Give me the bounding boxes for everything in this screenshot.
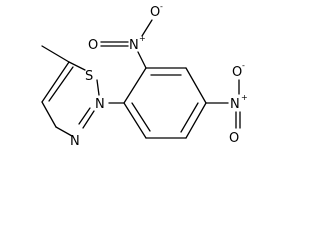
bond-c6-c1 [123,102,147,139]
bond-n3-c4 [55,126,73,137]
bond-c4-c5-double [180,102,199,133]
charge-nitro-top-n: + [139,34,146,43]
bond-c3-c4 [185,67,207,104]
atom-nitro-right-o-minus: O [232,65,242,80]
bond-c4-c5 [41,101,57,128]
bond-n2-n3-double [78,107,91,125]
bond-methyl-c6 [41,45,70,63]
bond-c1-c2 [123,67,147,104]
atom-sulfur: S [85,69,93,84]
bond-c5-c6-double [48,66,74,102]
bond-n2-n3 [82,110,95,129]
atom-ring-nitrogen-3: N [70,134,80,149]
bond-c6-s1 [68,61,86,71]
atom-nitro-top-o-minus: O [150,5,160,20]
charge-nitro-top-o: - [160,2,163,11]
atom-nitro-right-o-double: O [229,131,239,146]
charge-nitro-right-n: + [241,93,248,102]
atom-nitro-top-n: N [129,38,139,53]
atom-nitro-right-n: N [230,97,240,112]
bond-c2-nitro-top [137,51,147,69]
atom-nitro-top-o-double: O [88,38,98,53]
bond-s1-n2 [96,79,100,96]
bond-c4-c5 [185,102,207,139]
bond-nitro-top-o-minus [141,19,153,37]
atom-ring-nitrogen-2: N [95,97,105,112]
structure-canvas: S N N N + O O - N + O O - [41,2,248,149]
chemical-structure-diagram: S N N N + O O - N + O O - [41,2,248,149]
bond-c6-c1-double [131,102,151,132]
charge-nitro-right-o: - [242,61,245,70]
bond-c5-c6 [41,61,70,103]
